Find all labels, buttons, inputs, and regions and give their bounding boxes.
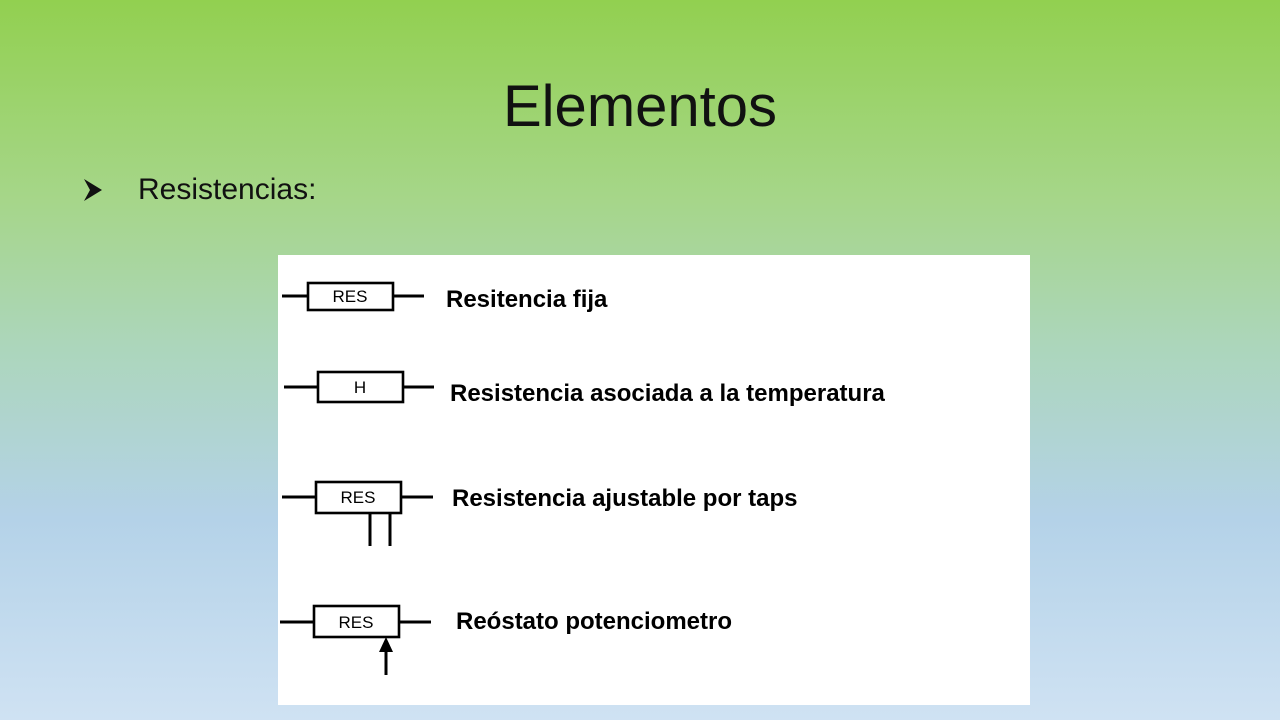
bullet-item-resistencias: Resistencias: <box>82 170 316 210</box>
symbol-fixed-resistor: RES <box>282 281 424 312</box>
resistor-body <box>306 281 395 312</box>
label-tap-adjustable-resistor: Resistencia ajustable por taps <box>452 485 797 512</box>
symbol-text: RES <box>341 488 376 507</box>
wiper-arrow-icon <box>379 637 393 652</box>
bullet-text: Resistencias: <box>138 173 317 206</box>
arrowhead-bullet-icon <box>84 179 102 201</box>
symbol-tap-adjustable-resistor: RES <box>282 480 433 546</box>
symbol-temperature-resistor: H <box>284 370 434 404</box>
symbol-text: H <box>354 378 366 397</box>
resistor-symbols-figure: RES Resitencia fija H Resistencia asocia… <box>278 255 1030 705</box>
label-fixed-resistor: Resitencia fija <box>446 286 608 313</box>
label-rheostat: Reóstato potenciometro <box>456 608 732 635</box>
label-temperature-resistor: Resistencia asociada a la temperatura <box>450 380 886 407</box>
symbol-text: RES <box>333 287 368 306</box>
resistor-symbols-diagram: RES Resitencia fija H Resistencia asocia… <box>280 281 886 675</box>
slide-title: Elementos <box>502 74 778 139</box>
symbol-rheostat: RES <box>280 604 431 675</box>
symbol-text: RES <box>339 613 374 632</box>
resistor-body <box>316 370 405 404</box>
